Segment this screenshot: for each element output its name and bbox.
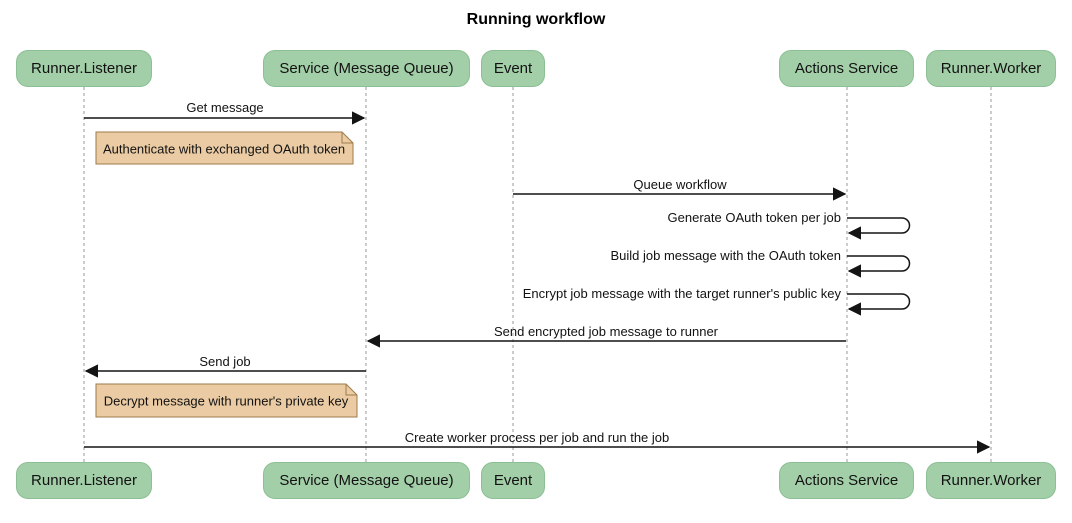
actor-label: Runner.Worker — [940, 472, 1042, 489]
message-label-encrypt-job-message: Encrypt job message with the target runn… — [522, 286, 841, 301]
diagram-title: Running workflow — [466, 11, 606, 28]
actor-label: Runner.Listener — [31, 472, 137, 489]
note-decrypt-fold-icon — [345, 384, 357, 396]
arrow-generate-oauth-token-self — [847, 217, 911, 240]
actor-label: Service (Message Queue) — [279, 472, 454, 489]
note-decrypt-shape — [95, 383, 358, 418]
actor-top-event: Event — [481, 50, 545, 87]
note-decrypt-label: Decrypt message with runner's private ke… — [103, 393, 349, 409]
actor-label: Runner.Listener — [31, 60, 137, 77]
message-label-send-job: Send job — [199, 354, 251, 369]
actor-top-runner-listener: Runner.Listener — [16, 50, 152, 87]
message-label-create-worker-process: Create worker process per job and run th… — [404, 430, 670, 445]
message-label-send-encrypted-job: Send encrypted job message to runner — [493, 324, 719, 339]
message-label-generate-oauth-token: Generate OAuth token per job — [667, 210, 841, 225]
actor-bottom-service-message-queue: Service (Message Queue) — [263, 462, 470, 499]
actor-top-service-message-queue: Service (Message Queue) — [263, 50, 470, 87]
actor-label: Event — [493, 472, 533, 489]
actor-label: Actions Service — [794, 60, 899, 77]
note-authenticate-fold-icon — [341, 132, 353, 144]
message-label-queue-workflow: Queue workflow — [633, 177, 727, 192]
arrow-build-job-message-self — [847, 255, 911, 278]
message-label-get-message: Get message — [186, 100, 264, 115]
actor-bottom-runner-listener: Runner.Listener — [16, 462, 152, 499]
note-authenticate-shape — [95, 131, 354, 165]
arrow-encrypt-job-message-self — [847, 293, 911, 316]
actor-label: Actions Service — [794, 472, 899, 489]
actor-label: Service (Message Queue) — [279, 60, 454, 77]
actor-bottom-event: Event — [481, 462, 545, 499]
actor-top-actions-service: Actions Service — [779, 50, 914, 87]
note-authenticate-label: Authenticate with exchanged OAuth token — [102, 141, 346, 157]
actor-label: Event — [493, 60, 533, 77]
actor-label: Runner.Worker — [940, 60, 1042, 77]
message-label-build-job-message: Build job message with the OAuth token — [610, 248, 841, 263]
actor-bottom-actions-service: Actions Service — [779, 462, 914, 499]
actor-bottom-runner-worker: Runner.Worker — [926, 462, 1056, 499]
actor-top-runner-worker: Runner.Worker — [926, 50, 1056, 87]
